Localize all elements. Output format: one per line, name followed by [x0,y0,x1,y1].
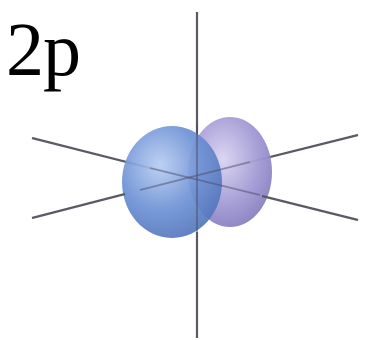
diagonal-axis-b-left [31,192,126,220]
diagonal-axis-a-through [149,167,261,196]
diagonal-axis-a-right [261,194,359,222]
diagonal-axis-b-through [139,161,251,191]
orbital-label: 2p [6,8,81,92]
